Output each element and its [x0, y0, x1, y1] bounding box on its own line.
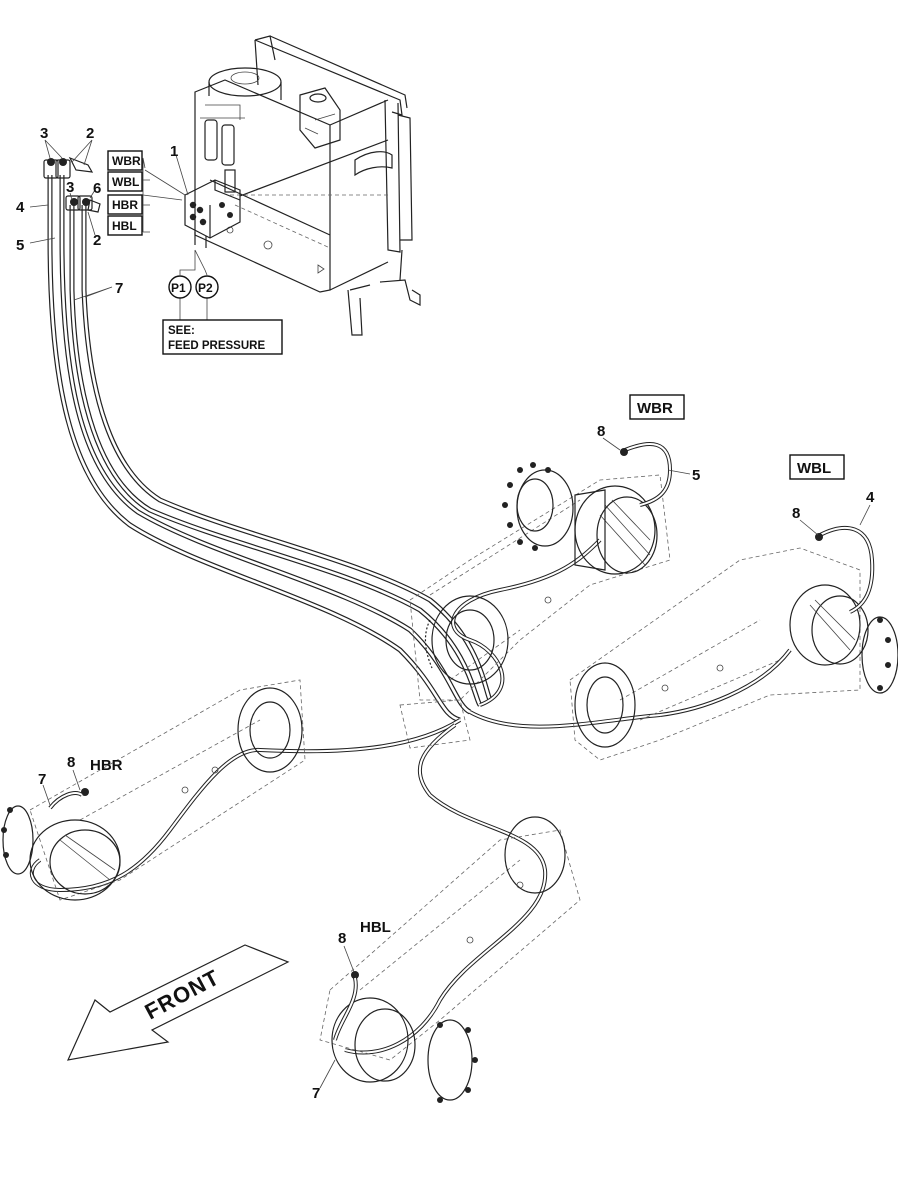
- callout-8-hbl: 8: [338, 930, 346, 947]
- callout-2-lower: 2: [93, 232, 101, 249]
- callout-3-top: 3: [40, 125, 48, 142]
- see-feed-pressure-note: SEE: FEED PRESSURE: [162, 319, 283, 355]
- valve-block: [184, 169, 241, 248]
- hose-bundle: [29, 156, 661, 1055]
- callout-8-hbr: 8: [67, 754, 75, 771]
- pressure-port-p1: P1: [171, 281, 186, 295]
- callout-5-manifold: 5: [16, 237, 24, 254]
- pressure-port-p2: P2: [198, 281, 213, 295]
- hydraulic-tank-assembly: [194, 35, 421, 336]
- callout-4-wbl: 4: [866, 489, 875, 506]
- see-note-line1: SEE:: [168, 325, 195, 337]
- callout-8-wbr: 8: [597, 423, 605, 440]
- wheel-wbl-assembly: [569, 526, 898, 761]
- port-label-wbl: WBL: [112, 175, 139, 189]
- wheel-label-wbr: WBR: [637, 400, 673, 417]
- wheel-hbl-assembly: [319, 816, 581, 1103]
- port-label-hbr: HBR: [112, 198, 138, 212]
- wheel-wbr-assembly: [409, 442, 673, 701]
- see-note-line2: FEED PRESSURE: [168, 340, 265, 352]
- wheel-label-hbr: HBR: [90, 757, 123, 774]
- port-label-hbl: HBL: [112, 219, 137, 233]
- callout-7-hbr: 7: [38, 771, 46, 788]
- callout-6: 6: [93, 180, 101, 197]
- front-direction-arrow: FRONT: [66, 944, 290, 1061]
- pressure-ports: P1 P2: [168, 275, 219, 299]
- callout-7-manifold: 7: [115, 280, 123, 297]
- port-label-stack: WBR WBL HBR HBL: [107, 150, 143, 236]
- wheel-label-hbl: HBL: [360, 919, 391, 936]
- wheel-hbr-assembly: [1, 679, 306, 901]
- port-label-wbr: WBR: [112, 154, 141, 168]
- callout-7-hbl: 7: [312, 1085, 320, 1102]
- callout-5-wbr: 5: [692, 467, 700, 484]
- callout-2-top: 2: [86, 125, 94, 142]
- callout-1: 1: [170, 143, 178, 160]
- callout-4-manifold: 4: [16, 199, 25, 216]
- callout-8-wbl: 8: [792, 505, 800, 522]
- wheel-label-wbl: WBL: [797, 460, 831, 477]
- callout-3-lower: 3: [66, 179, 74, 196]
- leader-lines: [29, 139, 871, 1089]
